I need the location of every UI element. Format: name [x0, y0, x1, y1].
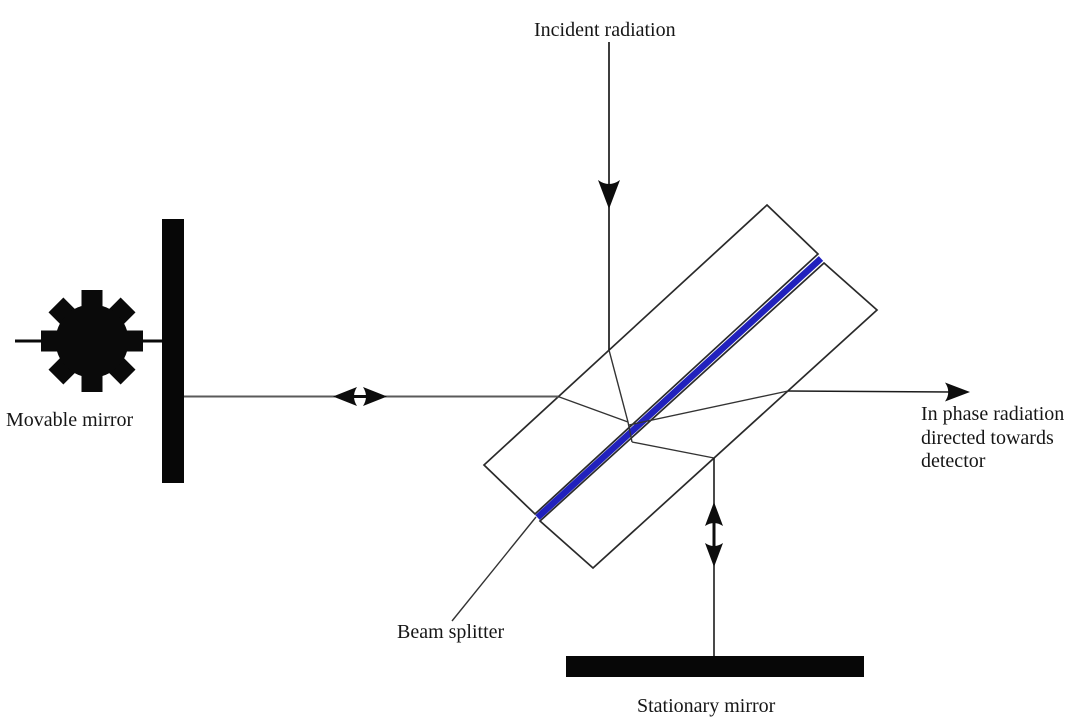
stationary-mirror-bar	[566, 656, 864, 677]
beam-splitter-leader-line	[451, 516, 537, 622]
refracted-detector-segment	[628, 390, 789, 426]
arrow-right-icon	[945, 382, 970, 402]
gear-icon	[41, 290, 143, 392]
detector-caption-line-1: In phase radiation	[921, 403, 1065, 425]
incident-ray	[598, 42, 620, 350]
arrow-down-icon	[598, 180, 620, 209]
beam-splitter-lower-plate	[538, 261, 879, 570]
refracted-movable-segment	[557, 395, 629, 423]
movable-mirror-bar	[162, 219, 184, 483]
internal-rays	[557, 349, 789, 459]
stationary-mirror-label: Stationary mirror	[637, 695, 776, 717]
refracted-incident-segment	[608, 349, 629, 423]
stationary-mirror-beam	[705, 458, 723, 656]
movable-mirror-label: Movable mirror	[6, 409, 134, 431]
movable-mirror-beam	[184, 387, 558, 406]
detector-caption: In phase radiation directed towards dete…	[921, 403, 1064, 474]
beam-splitter-label: Beam splitter	[397, 621, 505, 643]
movable-mirror	[15, 219, 184, 483]
detector-output-ray	[787, 382, 970, 402]
detector-ray-line	[787, 390, 952, 393]
detector-caption-line-2: directed towards	[921, 426, 1054, 449]
beam-splitter-coating-stripe	[535, 256, 824, 520]
double-arrow-vertical-icon	[705, 502, 723, 567]
refracted-stationary-segment	[631, 441, 715, 459]
arrow-up-head	[705, 502, 723, 526]
beam-splitter-assembly	[482, 203, 879, 570]
coating-crossing-segment	[627, 421, 633, 443]
arrow-down-head	[705, 543, 723, 567]
double-arrow-horizontal-icon	[333, 387, 387, 406]
incident-radiation-label: Incident radiation	[534, 19, 676, 41]
beam-splitter-upper-plate	[482, 203, 820, 516]
arrow-left-head	[333, 387, 357, 406]
arrow-right-head	[363, 387, 387, 406]
detector-caption-line-3: detector	[921, 450, 986, 472]
